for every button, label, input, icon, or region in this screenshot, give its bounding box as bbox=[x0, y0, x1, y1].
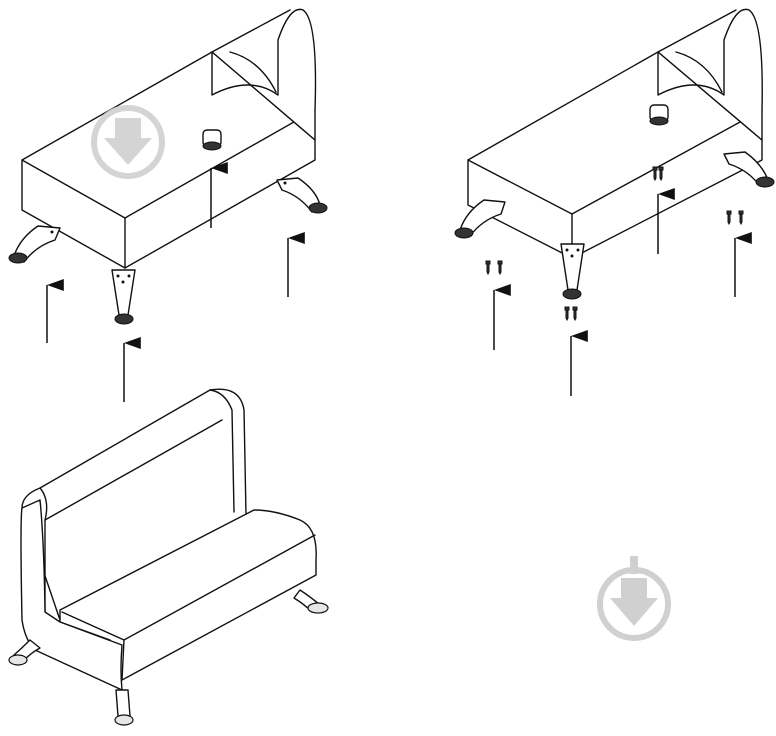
cylinder-foot bbox=[649, 104, 669, 126]
curved-leg-left bbox=[8, 225, 61, 264]
tapered-leg-front bbox=[560, 243, 585, 300]
leg-front-left bbox=[8, 639, 41, 666]
screw-pair bbox=[485, 260, 503, 276]
sofa-underside-before bbox=[8, 8, 328, 402]
backrest-side bbox=[657, 8, 763, 141]
download-shield-icon bbox=[597, 556, 671, 641]
curved-leg-right bbox=[276, 177, 328, 214]
screw-pair bbox=[564, 306, 578, 322]
curved-leg-left bbox=[454, 199, 506, 239]
leg-rear-right bbox=[293, 589, 329, 614]
download-shield-icon bbox=[91, 105, 165, 179]
backrest-side bbox=[211, 8, 317, 141]
screw-pair bbox=[726, 210, 744, 226]
tapered-leg-front bbox=[111, 269, 136, 325]
sofa-underside-after bbox=[454, 8, 775, 396]
seat-bottom-face bbox=[467, 51, 763, 259]
screw-pair bbox=[652, 166, 664, 182]
assembled-sofa bbox=[8, 388, 329, 726]
curved-leg-right bbox=[723, 151, 775, 188]
cylinder-foot bbox=[202, 129, 222, 151]
leg-front-center bbox=[114, 689, 134, 726]
